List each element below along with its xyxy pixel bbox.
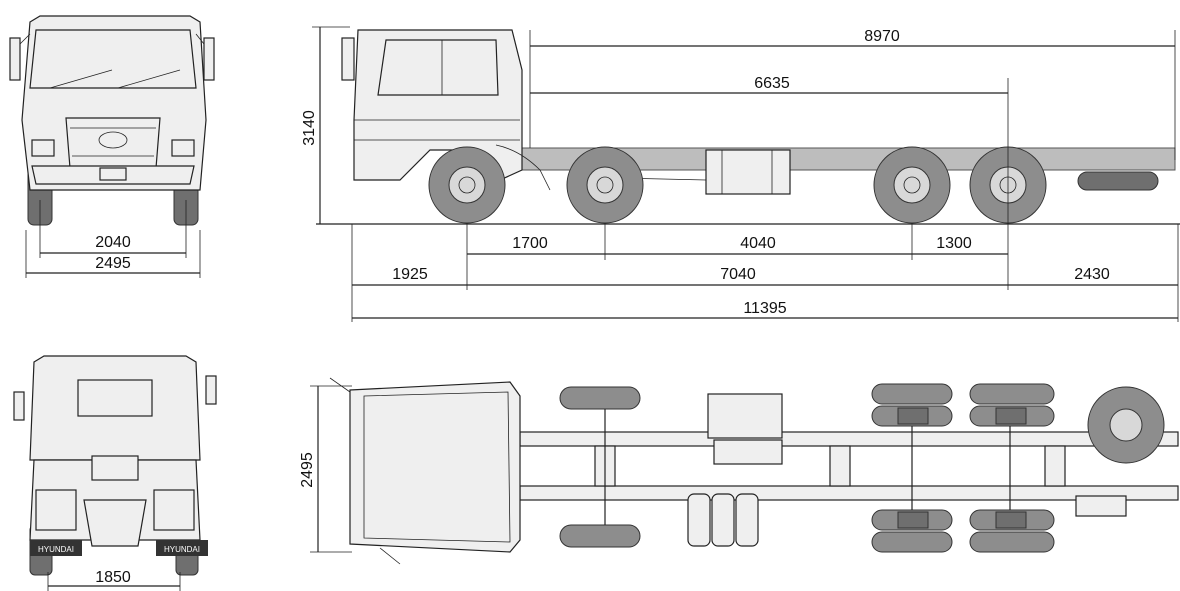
- fuel-tank: [705, 149, 791, 195]
- axle-spacing-3-label: 1300: [936, 235, 972, 252]
- air-tank-1: [687, 493, 711, 547]
- front-windshield: [29, 29, 197, 89]
- side-wheel-1: [428, 146, 506, 224]
- top-fuel-tank: [707, 393, 783, 439]
- top-cab: [349, 381, 521, 553]
- rear-right-lamp: [153, 489, 195, 531]
- top-axle-3: [871, 383, 953, 553]
- top-axle-4: [969, 383, 1055, 553]
- frame-length-label: 6635: [754, 75, 790, 92]
- top-width-label: 2495: [299, 452, 316, 488]
- rear-left-mudflap: [30, 540, 82, 556]
- left-headlight: [31, 139, 55, 157]
- side-view: 3140 8970 6635 1700 4040 1300 1925 7040 …: [301, 26, 1180, 322]
- front-track-label: 2040: [95, 234, 131, 251]
- side-mirror: [341, 37, 355, 81]
- top-axle-1: [559, 386, 641, 548]
- axle-spacing-1-label: 1700: [512, 235, 548, 252]
- top-view: 2495: [299, 377, 1179, 565]
- front-width-label: 2495: [95, 255, 131, 272]
- rear-view: HYUNDAI HYUNDAI 1850: [13, 355, 217, 591]
- side-window: [377, 39, 499, 96]
- overall-length-label: 11395: [743, 300, 786, 317]
- rear-window: [77, 379, 153, 417]
- front-grille: [65, 117, 161, 169]
- rear-left-lamp: [35, 489, 77, 531]
- side-wheel-2: [566, 146, 644, 224]
- wheelbase-label: 7040: [720, 266, 756, 283]
- rear-right-mudflap: [156, 540, 208, 556]
- rear-left-badge: HYUNDAI: [38, 545, 74, 554]
- front-overhang-label: 1925: [392, 266, 428, 283]
- hyundai-logo-icon: [98, 131, 128, 149]
- air-tank-3: [735, 493, 759, 547]
- air-tank-2: [711, 493, 735, 547]
- spare-wheel: [1087, 386, 1165, 464]
- body-length-label: 8970: [864, 28, 900, 45]
- rear-overhang-label: 2430: [1074, 266, 1110, 283]
- top-rail-upper: [519, 431, 1179, 447]
- wipers: [49, 69, 181, 89]
- height-label: 3140: [301, 110, 318, 146]
- right-headlight: [171, 139, 195, 157]
- left-mirror: [9, 37, 21, 81]
- axle-spacing-2-label: 4040: [740, 235, 776, 252]
- rear-bumper-block: [1077, 171, 1159, 191]
- side-wheel-3: [873, 146, 951, 224]
- right-mirror: [203, 37, 215, 81]
- rear-right-badge: HYUNDAI: [164, 545, 200, 554]
- front-view: 2040 2495: [9, 15, 215, 278]
- rear-track-label: 1850: [95, 569, 131, 586]
